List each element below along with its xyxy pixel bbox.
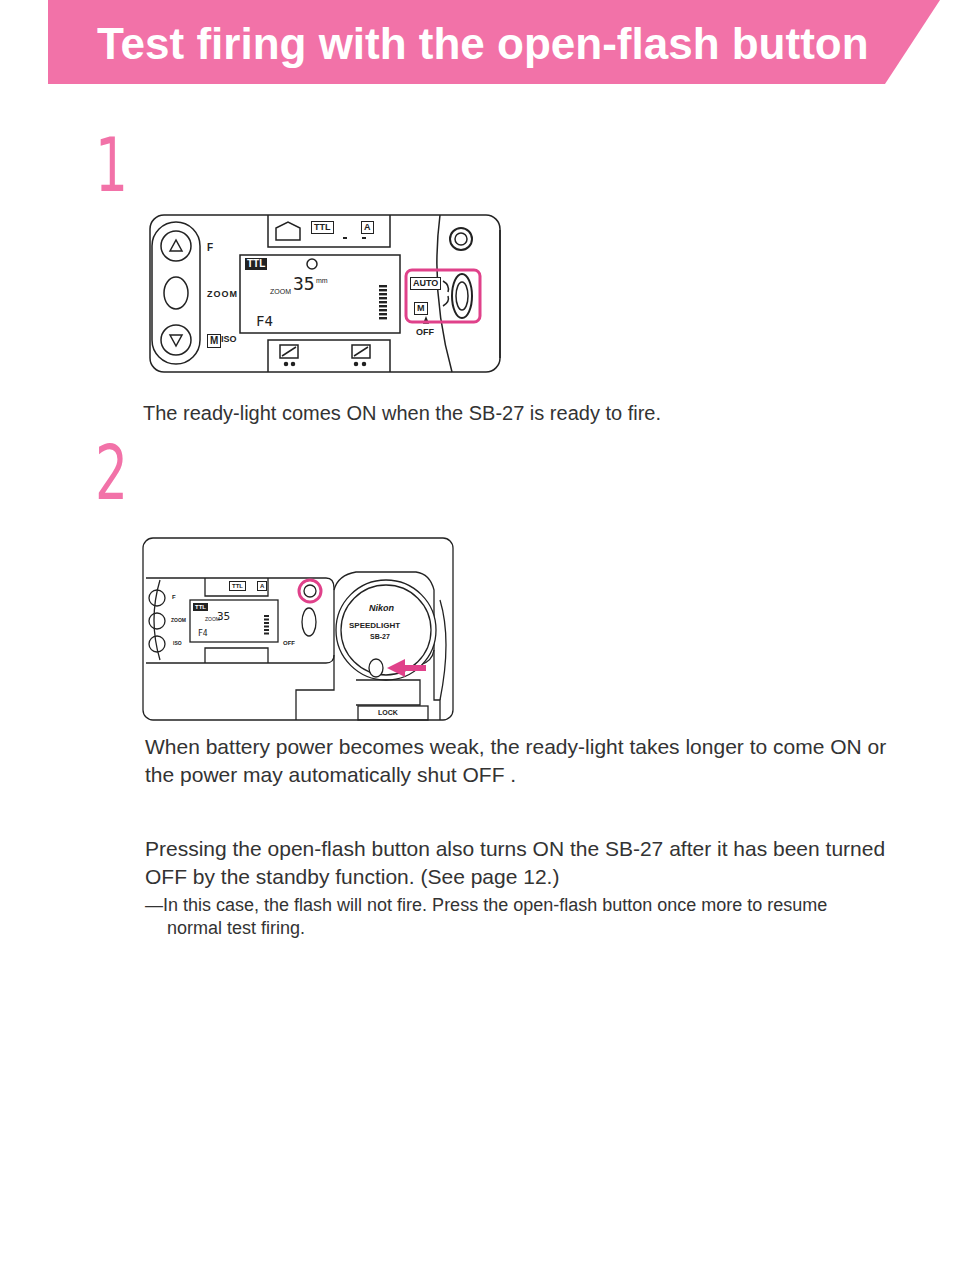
lcd-value: 35 (217, 611, 230, 622)
switch-label: M (414, 302, 428, 315)
mode-label: A (257, 581, 267, 591)
switch-label: AUTO (410, 277, 441, 290)
page-title: Test firing with the open-flash button (97, 22, 869, 66)
mode-label: TTL (229, 581, 246, 591)
button-label: F (172, 594, 176, 600)
model-text: SB-27 (370, 633, 390, 640)
button-label: ZOOM (171, 618, 186, 623)
button-label: ZOOM (207, 290, 238, 299)
note-text: Pressing the open-flash button also turn… (145, 835, 905, 891)
note-text: —In this case, the flash will not fire. … (145, 894, 885, 941)
step-number: 1 (95, 128, 128, 202)
lcd-value: F4 (256, 314, 273, 328)
mode-label: TTL (311, 221, 334, 234)
brand-name: Nikon (369, 604, 394, 613)
lcd-text: TTL (245, 258, 267, 270)
control-panel (150, 215, 500, 372)
flash-unit (143, 538, 453, 720)
switch-label: OFF (283, 640, 295, 646)
step-number: 2 (95, 436, 128, 510)
title-band (48, 0, 940, 84)
switch-label: OFF (416, 328, 434, 337)
model-text: SPEEDLIGHT (349, 622, 400, 630)
tab-label: LOCK (378, 709, 398, 716)
mode-label: A (361, 221, 374, 234)
lcd-value: F4 (198, 630, 208, 638)
caption-text: The ready-light comes ON when the SB-27 … (143, 400, 903, 426)
bar-graph (264, 615, 269, 635)
lcd-text: TTL (193, 603, 208, 611)
note-text: When battery power becomes weak, the rea… (145, 733, 905, 789)
button-label: F (207, 243, 213, 253)
button-label: ISO (173, 641, 182, 646)
highlight-frame (406, 270, 480, 322)
pointer-arrow (396, 665, 426, 671)
highlight-circle (299, 580, 321, 602)
lcd-text: ZOOM (270, 288, 291, 295)
button-label: M (207, 334, 221, 348)
lcd-text: mm (316, 277, 328, 284)
button-label: ISO (221, 335, 237, 344)
lcd-value: 35 (293, 275, 315, 293)
bar-graph (379, 285, 387, 319)
